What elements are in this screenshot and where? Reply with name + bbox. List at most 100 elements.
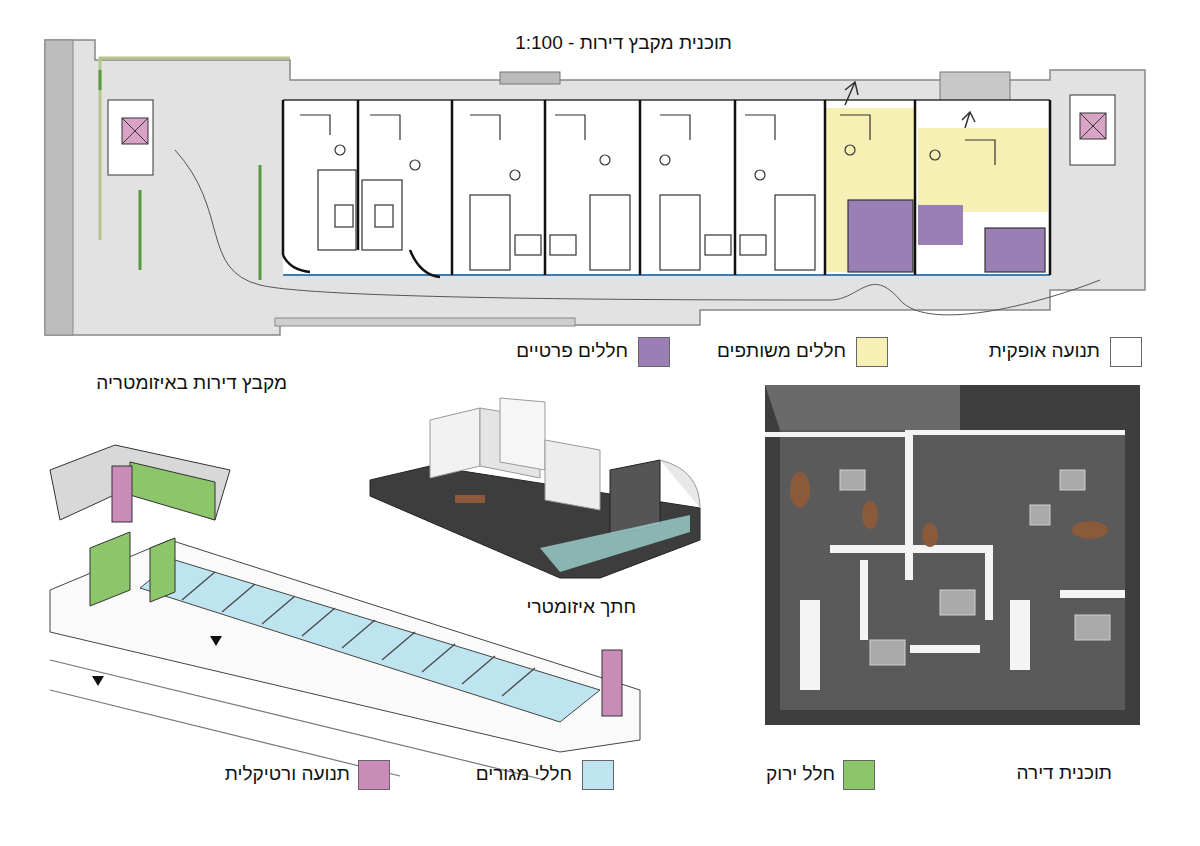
drawing-part (545, 440, 600, 510)
drawing-part (918, 205, 963, 245)
drawing-part (940, 72, 1010, 102)
drawing-part (765, 430, 1125, 690)
legend-swatch (638, 337, 670, 367)
drawing-part (848, 200, 913, 272)
drawing-part (318, 170, 356, 250)
drawing-part (765, 385, 1140, 725)
drawing-part (914, 100, 917, 275)
drawing-part (845, 82, 858, 105)
drawing-part (930, 150, 940, 160)
drawing-label: מקבץ דירות באיזומטריה (96, 372, 287, 395)
drawing-part (342, 620, 375, 648)
drawing-part (275, 318, 575, 326)
drawing-part (1072, 521, 1108, 539)
drawing-part (500, 72, 560, 84)
drawing-part (50, 660, 545, 780)
drawing-part (705, 235, 731, 255)
drawing-part (910, 545, 990, 553)
drawing-part (112, 466, 132, 522)
drawing-part (92, 676, 104, 686)
drawing-part (210, 636, 222, 646)
drawing-part (283, 99, 1050, 101)
drawing-part (985, 228, 1045, 272)
drawing-part (985, 228, 1045, 272)
drawing-part (824, 100, 827, 275)
drawing-part (430, 408, 480, 478)
drawing-part (510, 170, 520, 180)
drawing-part (282, 100, 285, 255)
drawing-part (182, 572, 215, 600)
drawing-part (335, 145, 345, 155)
drawing-part (862, 501, 878, 529)
legend-text: תנועה אופקית (989, 340, 1100, 363)
drawing-part (790, 472, 810, 508)
drawing-part (1030, 505, 1050, 525)
drawing-part (140, 560, 600, 722)
drawing-part (410, 160, 420, 170)
legend-text: חללי מגורים (476, 763, 572, 786)
drawing-part (740, 235, 766, 255)
drawing-part (775, 195, 815, 270)
drawing-part (283, 100, 1050, 275)
site-plan (45, 40, 1145, 335)
drawing-part (139, 190, 142, 270)
drawing-part (639, 100, 642, 275)
legend-swatch (1110, 337, 1142, 367)
drawing-part (122, 118, 148, 144)
drawing-part (130, 462, 215, 520)
drawing-part (50, 572, 545, 780)
drawing-part (765, 432, 910, 437)
drawing-part (734, 100, 737, 275)
drawing-part (962, 112, 975, 128)
drawing-part (462, 656, 495, 684)
drawing-part (1075, 615, 1110, 640)
drawing-part (175, 150, 1100, 315)
drawing-part (90, 532, 130, 606)
drawing-part (602, 650, 622, 716)
drawing-part (840, 470, 1110, 665)
drawing-part (1049, 100, 1052, 275)
drawing-part (262, 596, 295, 624)
legend-text: חללים משותפים (717, 340, 846, 363)
sheet-title: תוכנית מקבץ דירות - 1:100 (515, 32, 732, 55)
drawing-part (1080, 113, 1106, 139)
drawing-part (660, 460, 700, 508)
drawing-part (515, 235, 541, 255)
legend-swatch (843, 760, 875, 790)
drawing-part (922, 523, 938, 547)
drawing-part (985, 545, 993, 620)
drawing-part (500, 398, 545, 470)
drawing-part (910, 430, 1125, 435)
legend-swatch (358, 760, 390, 790)
drawing-part (502, 668, 535, 696)
drawing-label: חתך איזומטרי (526, 596, 636, 619)
drawing-part (122, 118, 148, 144)
drawing-part (455, 495, 485, 503)
drawing-part (660, 195, 700, 270)
drawing-part (905, 430, 913, 580)
drawing-part (99, 70, 102, 90)
drawing-part (1070, 95, 1115, 165)
drawing-part (600, 155, 610, 165)
legend-swatch (582, 760, 614, 790)
drawing-part (1080, 113, 1106, 139)
drawing-part (845, 145, 855, 155)
drawing-part (283, 250, 440, 277)
legend-text: חללים פרטיים (516, 340, 628, 363)
legend-text: חלל ירוק (766, 763, 835, 786)
drawing-part (860, 560, 868, 640)
drawing-part (451, 100, 454, 275)
drawing-part (765, 385, 960, 430)
drawing-part (259, 165, 262, 280)
drawing-part (590, 195, 630, 270)
drawing-part (283, 274, 1050, 276)
drawing-part (150, 538, 175, 602)
drawing-part (1060, 470, 1085, 490)
drawing-part (780, 430, 1125, 710)
drawing-part (300, 115, 995, 165)
drawing-part (222, 584, 255, 612)
drawing-part (660, 155, 670, 165)
